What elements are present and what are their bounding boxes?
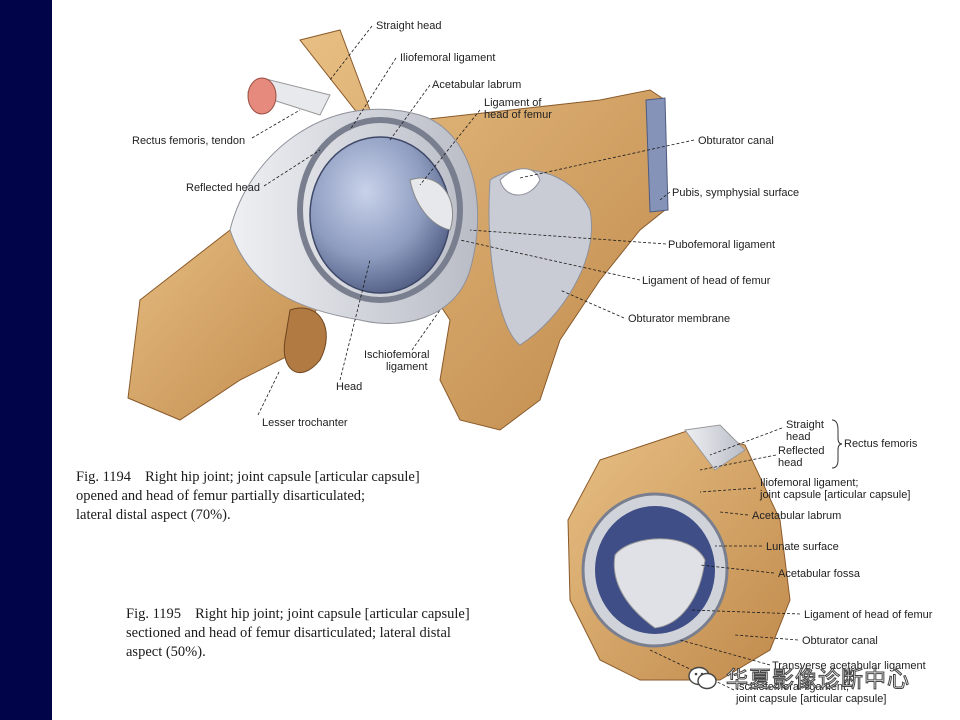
- label-reflected-2: head: [778, 457, 802, 469]
- label-obturator-membrane: Obturator membrane: [628, 313, 730, 325]
- label-lig-head-femur: Ligament of head of femur: [642, 275, 771, 287]
- label-rectus-femoris-tendon: Rectus femoris, tendon: [132, 135, 245, 147]
- label-obturator-canal: Obturator canal: [698, 135, 774, 147]
- label-rectus-femoris: Rectus femoris: [844, 438, 918, 450]
- watermark-text: 华夏影像诊断中心: [725, 668, 911, 694]
- label-transverse-lig: Transverse acetabular ligament: [772, 660, 926, 672]
- caption-fig1194-number: Fig. 1194: [76, 469, 132, 485]
- label-ischiofemoral-small-2: joint capsule [articular capsule]: [735, 693, 886, 705]
- fig1195-labels: Straight head Reflected head Rectus femo…: [735, 419, 933, 705]
- ligament-of-head: [409, 177, 454, 231]
- label-lunate-surface: Lunate surface: [766, 541, 839, 553]
- label-iliofemoral-1: Iliofemoral ligament;: [760, 477, 858, 489]
- label-lesser-trochanter: Lesser trochanter: [262, 417, 348, 429]
- fig1195-illustration: [567, 424, 791, 681]
- caption-fig1194-line1: Right hip joint; joint capsule [articula…: [145, 469, 420, 485]
- label-straight-1: Straight: [786, 419, 824, 431]
- rectus-femoris-cut: [247, 77, 277, 115]
- label-pubis-symphysial-surface: Pubis, symphysial surface: [672, 187, 799, 199]
- acetabular-fossa: [613, 538, 706, 629]
- label-iliofemoral-2: joint capsule [articular capsule]: [759, 489, 910, 501]
- label-acetabular-labrum: Acetabular labrum: [432, 79, 521, 91]
- caption-fig1195-number: Fig. 1195: [126, 606, 182, 622]
- label-ischiofemoral-2: ligament: [386, 361, 428, 373]
- caption-fig1195: Fig. 1195 Right hip joint; joint capsule …: [126, 605, 470, 662]
- caption-fig1194-line3: lateral distal aspect (70%).: [76, 507, 231, 523]
- lesser-trochanter: [283, 307, 327, 373]
- label-head: Head: [336, 381, 362, 393]
- label-acetabular-fossa: Acetabular fossa: [778, 568, 861, 580]
- acetabular-labrum: [297, 117, 463, 303]
- fig1194-leaders: [251, 25, 695, 416]
- obturator-canal: [499, 168, 541, 196]
- label-ischiofemoral-small-1: Ischiofemoral ligament,: [736, 681, 849, 693]
- caption-fig1194: Fig. 1194 Right hip joint; joint capsule …: [76, 468, 420, 525]
- caption-fig1195-line3: aspect (50%).: [126, 644, 206, 660]
- label-lig-head-femur-top-2: head of femur: [484, 109, 552, 121]
- watermark: 华夏影像诊断中心: [688, 660, 938, 696]
- label-lig-head-femur-small: Ligament of head of femur: [804, 609, 933, 621]
- label-pubofemoral-ligament: Pubofemoral ligament: [668, 239, 775, 251]
- wechat-icon: [688, 666, 717, 690]
- left-sidebar-band: [0, 0, 52, 720]
- label-lig-head-femur-top-1: Ligament of: [484, 97, 542, 109]
- capsule-small: [684, 424, 746, 471]
- label-obturator-canal-small: Obturator canal: [802, 635, 878, 647]
- caption-fig1195-line1: Right hip joint; joint capsule [articula…: [195, 606, 470, 622]
- label-reflected-1: Reflected: [778, 445, 824, 457]
- label-reflected-head: Reflected head: [186, 182, 260, 194]
- label-straight-2: head: [786, 431, 810, 443]
- label-ischiofemoral-1: Ischiofemoral: [364, 349, 429, 361]
- label-acetabular-labrum-small: Acetabular labrum: [752, 510, 841, 522]
- symphysial-surface: [645, 97, 669, 213]
- fig1194-labels: Straight head Iliofemoral ligament Aceta…: [132, 20, 799, 429]
- rectus-femoris-brace: [831, 419, 843, 469]
- caption-fig1195-line2: sectioned and head of femur disarticulat…: [126, 625, 451, 641]
- label-straight-head: Straight head: [376, 20, 441, 32]
- label-iliofemoral-ligament: Iliofemoral ligament: [400, 52, 495, 64]
- caption-fig1194-line2: opened and head of femur partially disar…: [76, 488, 366, 504]
